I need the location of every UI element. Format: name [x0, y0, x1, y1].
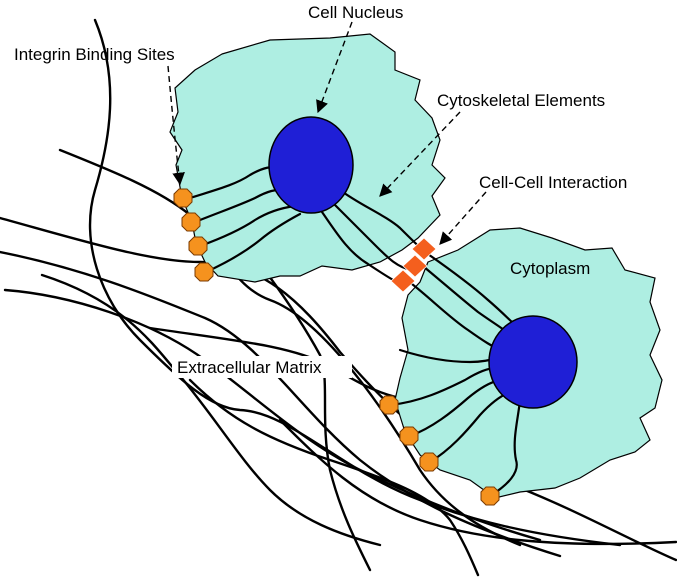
ecm-fiber	[3, 288, 542, 542]
cell-nucleus	[268, 116, 354, 214]
junction-diamond-icon	[411, 237, 437, 261]
label-extracellular-matrix: Extracellular Matrix	[177, 358, 322, 377]
label-cell-cell-interaction: Cell-Cell Interaction	[479, 173, 627, 192]
pointer-cell-cell-arrow	[439, 191, 487, 245]
cytoskeletal-fiber	[198, 204, 297, 248]
label-cytoplasm: Cytoplasm	[510, 259, 590, 278]
ecm-fiber	[0, 250, 562, 558]
ecm-fiber	[40, 273, 382, 547]
integrin-octagon-icon	[181, 212, 201, 232]
cytoskeletal-fiber	[204, 212, 302, 274]
cytoskeletal-fiber	[428, 390, 512, 464]
junction-diamond-icon	[390, 269, 416, 293]
integrin-octagon-icon	[379, 395, 399, 415]
cell-upper-left	[169, 33, 446, 288]
integrin-octagon-icon	[419, 452, 439, 472]
ecm-fiber	[0, 216, 677, 562]
label-cytoskeletal-elements: Cytoskeletal Elements	[437, 91, 605, 110]
cell-nucleus	[488, 315, 578, 409]
integrin-octagon-icon	[399, 426, 419, 446]
integrin-octagon-icon	[194, 262, 214, 282]
label-integrin-binding-sites: Integrin Binding Sites	[14, 45, 175, 64]
integrin-octagon-icon	[173, 188, 193, 208]
pointer-arrows	[167, 21, 487, 245]
integrin-octagon-icon	[480, 486, 500, 506]
extracellular-matrix-label-bg	[172, 356, 352, 378]
cytoskeletal-fiber	[488, 398, 522, 498]
cytoskeletal-fiber	[328, 198, 414, 272]
cell-cell-junctions	[390, 237, 437, 293]
pointer-integrin-arrow	[167, 65, 185, 186]
integrin-octagon-icon	[188, 236, 208, 256]
integrin-binding-sites	[173, 188, 500, 506]
label-cell-nucleus: Cell Nucleus	[308, 3, 403, 22]
cytoskeletal-fiber	[408, 378, 502, 438]
junction-diamond-icon	[402, 254, 428, 278]
ecm-fiber	[188, 378, 480, 577]
cell-lower-right	[388, 227, 663, 499]
ecm-fiber	[58, 148, 522, 547]
cytoskeletal-fiber	[388, 366, 498, 407]
ecm-fiber	[278, 418, 677, 546]
pointer-nucleus-arrow	[316, 21, 353, 114]
